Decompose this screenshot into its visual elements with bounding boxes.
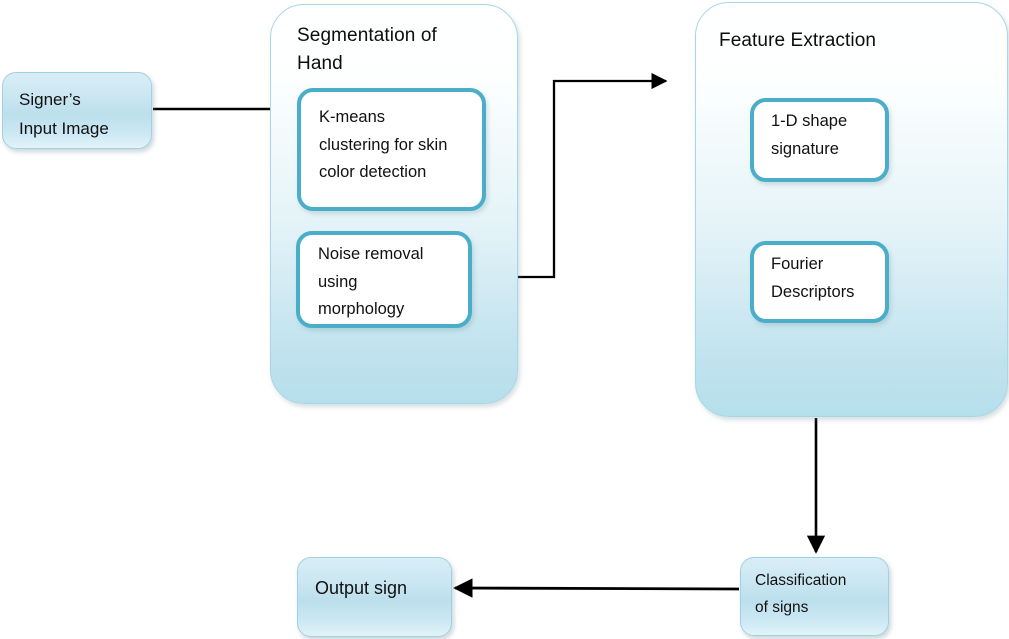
stage-feature-extraction-title: Feature Extraction	[719, 30, 877, 51]
node-fourier-descriptors[interactable]: Fourier Descriptors	[750, 241, 889, 323]
node-shape-signature[interactable]: 1-D shape signature	[750, 98, 889, 182]
edge-classification-to-output	[453, 578, 740, 598]
node-noise-removal-label: Noise removal using morphology	[318, 245, 424, 319]
node-fourier-descriptors-label: Fourier Descriptors	[771, 255, 855, 301]
node-noise-removal[interactable]: Noise removal using morphology	[296, 231, 472, 328]
node-shape-signature-label: 1-D shape signature	[771, 112, 848, 158]
node-kmeans-clustering-label: K-means clustering for skin color detect…	[319, 108, 448, 182]
node-classification-of-signs-label: Classification of signs	[755, 572, 847, 616]
stage-segmentation-title: Segmentation of Hand	[297, 25, 437, 74]
stage-feature-extraction	[695, 2, 1008, 417]
node-kmeans-clustering[interactable]: K-means clustering for skin color detect…	[297, 88, 486, 211]
node-output-sign-label: Output sign	[315, 578, 408, 598]
node-signers-input-image[interactable]: Signer’s Input Image	[2, 72, 152, 149]
node-classification-of-signs[interactable]: Classification of signs	[740, 557, 889, 636]
node-signers-input-image-label: Signer’s Input Image	[19, 90, 109, 139]
node-output-sign[interactable]: Output sign	[297, 557, 452, 637]
